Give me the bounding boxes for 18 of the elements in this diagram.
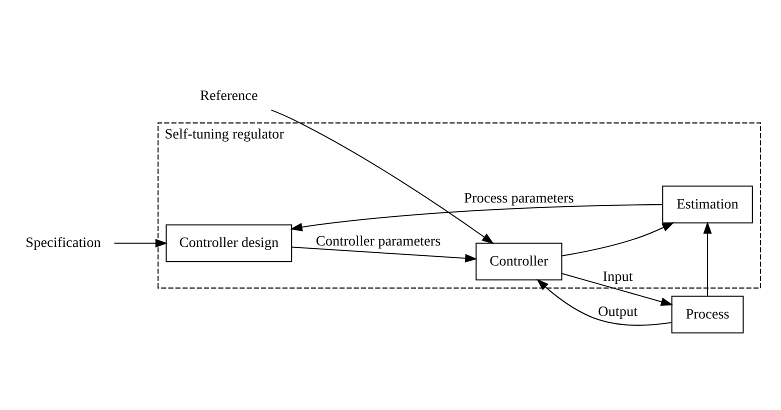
- node-text: Reference: [200, 88, 258, 104]
- arrow: [114, 238, 168, 247]
- node-box: Controller: [476, 242, 562, 280]
- arrow: [562, 272, 674, 306]
- arrow: [290, 204, 663, 231]
- arrow: [562, 222, 674, 256]
- edge-label: Controller parameters: [316, 232, 441, 249]
- node-box: Estimation: [662, 185, 753, 223]
- node-text: Specification: [26, 234, 101, 250]
- edge-label: Output: [598, 303, 638, 320]
- edge-label: Process parameters: [464, 190, 574, 206]
- node-box: Process: [671, 295, 744, 333]
- arrow: [536, 278, 672, 326]
- arrow: [292, 246, 478, 262]
- arrow: [703, 221, 712, 296]
- node-box: Controller design: [166, 224, 292, 262]
- arrow: [271, 109, 494, 244]
- edge-label: Input: [602, 268, 633, 285]
